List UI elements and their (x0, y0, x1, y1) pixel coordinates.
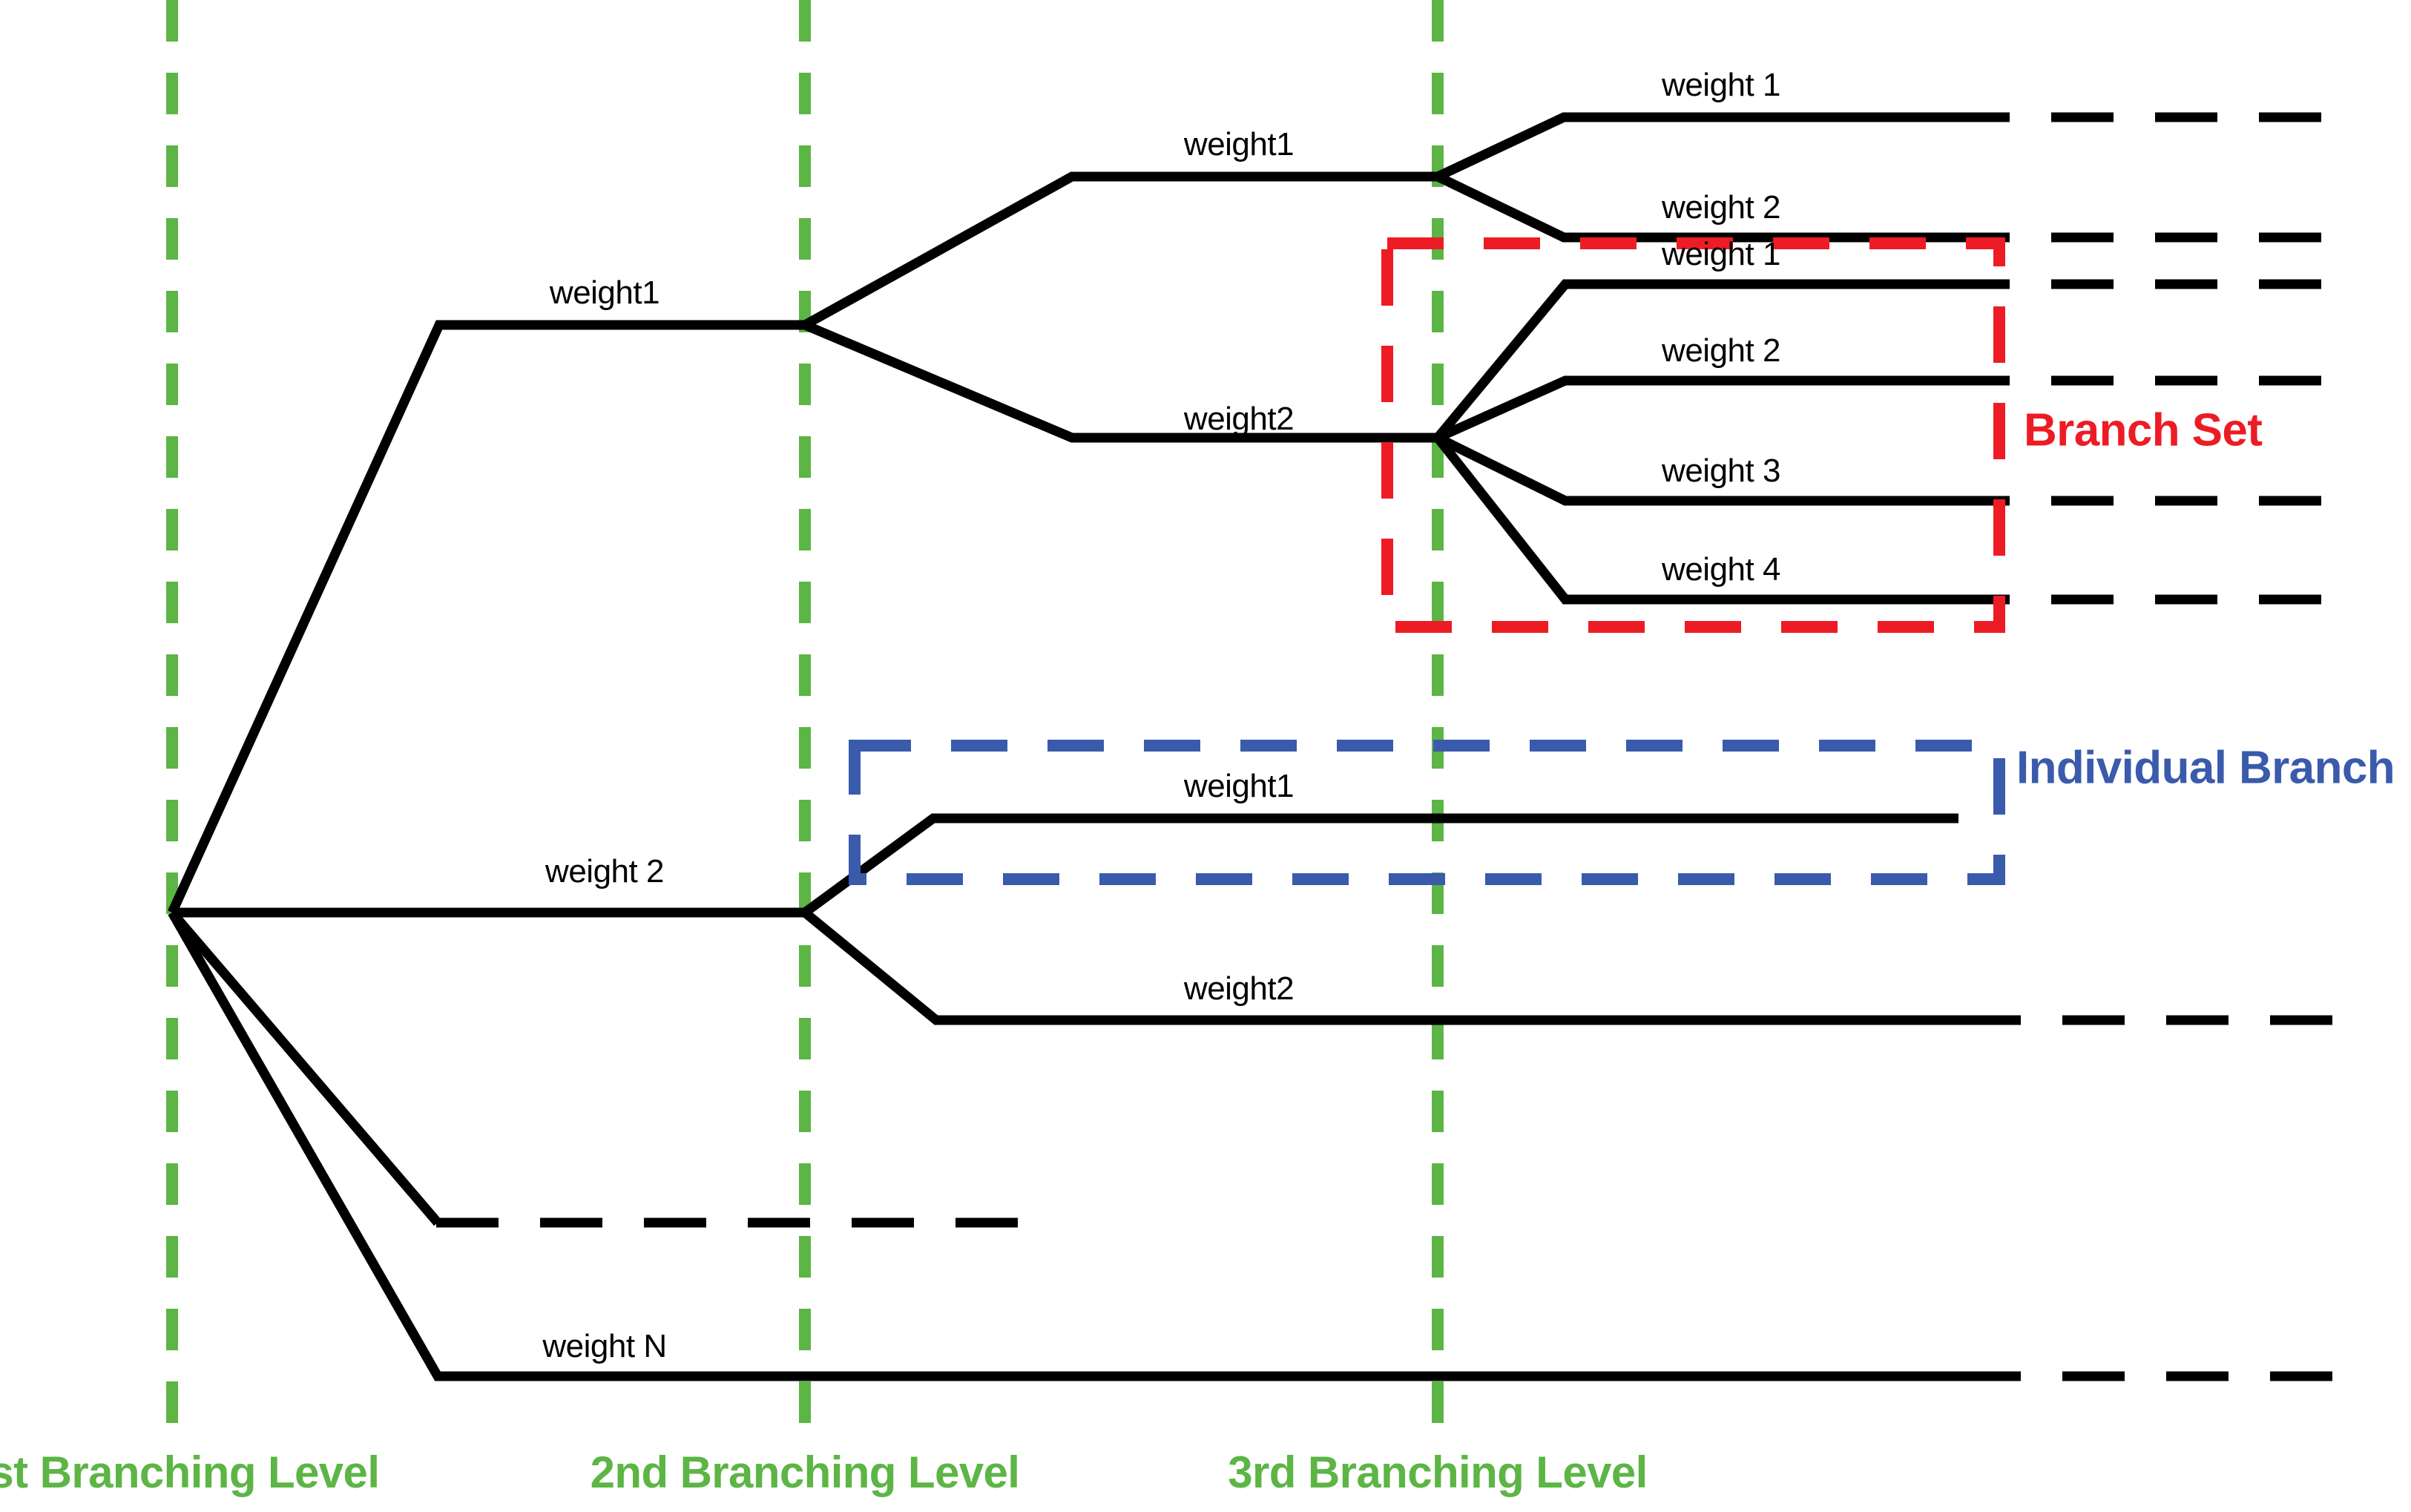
leaf-a-weight1 (1435, 112, 1947, 181)
leaf-b-weight1 (1434, 279, 1947, 441)
level-3-edges-set-b (1433, 279, 1947, 605)
edge-label-l1-w1: weight1 (549, 275, 660, 311)
edge-label-l2a-w2: weight2 (1183, 401, 1295, 437)
leaf-b-weight4 (1433, 434, 1947, 605)
edge-label-l2a-w1: weight1 (1183, 126, 1295, 162)
leaf-b-weight3 (1435, 433, 1947, 506)
edge-root-unlabeled (168, 909, 441, 1226)
leaf-b-weight2 (1435, 375, 1947, 442)
edge-n2top-weight1 (802, 171, 1438, 329)
edge-label-l1-w2: weight 2 (545, 853, 664, 890)
branching-level-label-1: 1st Branching Level (0, 1447, 380, 1497)
level-1-edges (168, 320, 805, 1381)
edge-root-weightN (168, 910, 805, 1381)
edge-label-l2b-w1: weight1 (1183, 768, 1295, 804)
edge-n2mid-weight1 (802, 813, 1958, 917)
annotation-individual-branch: Individual Branch (2016, 742, 2395, 794)
edge-label-l2b-w2: weight2 (1183, 970, 1295, 1007)
edge-label-l3a-w1: weight 1 (1662, 67, 1780, 103)
edge-n2mid-weight2 (801, 908, 1958, 1025)
edge-n2top-weight2 (803, 321, 1438, 443)
edge-root-weight1 (168, 320, 805, 915)
annotation-branch-set: Branch Set (2024, 404, 2263, 456)
branch-set-box (1381, 237, 2005, 633)
edge-label-l3b-w1: weight 1 (1662, 236, 1780, 272)
branching-level-label-3: 3rd Branching Level (1228, 1447, 1648, 1497)
edge-label-l3b-w3: weight 3 (1662, 453, 1780, 489)
individual-branch-box (849, 740, 2005, 885)
level-2-edges-mid (801, 813, 1958, 1025)
edge-label-l3a-w2: weight 2 (1662, 189, 1780, 226)
branching-level-label-2: 2nd Branching Level (590, 1447, 1020, 1497)
edge-label-l3b-w2: weight 2 (1662, 332, 1780, 369)
level-2-edges-top (802, 171, 1438, 443)
edge-label-l1-wN: weight N (542, 1328, 667, 1364)
edge-label-l3b-w4: weight 4 (1662, 551, 1780, 588)
